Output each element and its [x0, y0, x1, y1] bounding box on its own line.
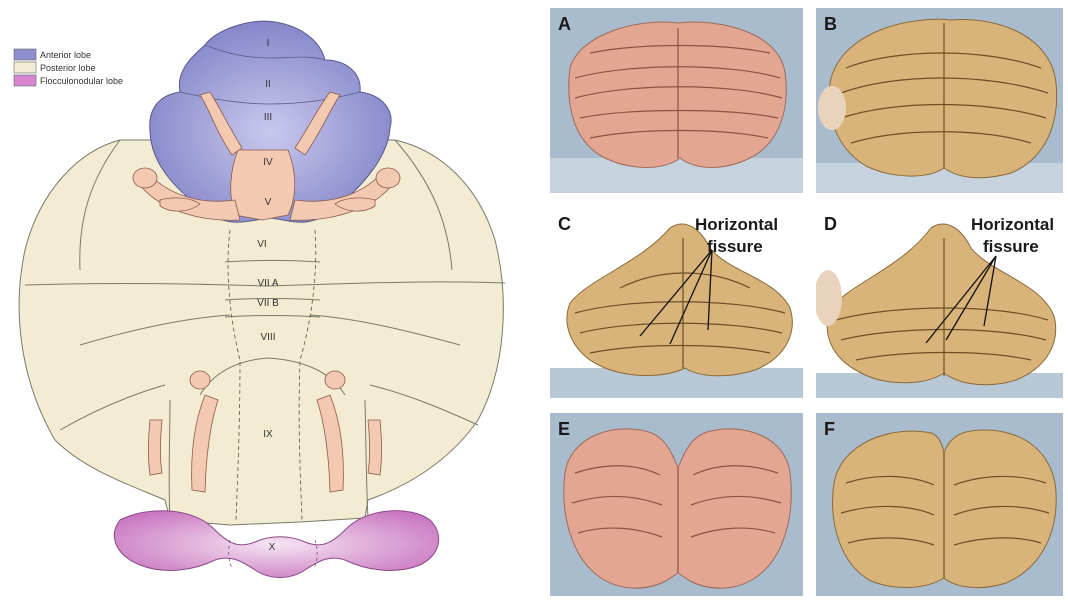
- horizontal-fissure-label-d: Horizontal fissure: [971, 214, 1054, 258]
- horizontal-fissure-label-c: Horizontal fissure: [695, 214, 778, 258]
- lobule-label-viib: VII B: [257, 298, 279, 309]
- legend-label-anterior: Anterior lobe: [40, 50, 91, 60]
- lobule-label-ii: II: [265, 79, 271, 90]
- annotation-line1-d: Horizontal: [971, 214, 1054, 236]
- cerebellum-schematic: I II III IV V VI VII A VII B VIII IX X A…: [0, 0, 540, 601]
- lobule-label-iii: III: [264, 112, 272, 123]
- panel-label-b: B: [824, 14, 837, 35]
- legend-swatch-flocculonodular: [14, 75, 36, 86]
- photo-panel-c: C Horizontal fissure: [550, 208, 803, 398]
- photo-panel-d: D Horizontal fissure: [816, 208, 1063, 398]
- legend-label-posterior: Posterior lobe: [40, 63, 96, 73]
- specimen-image-b: [816, 8, 1063, 193]
- panel-label-a: A: [558, 14, 571, 35]
- lobule-label-v: V: [265, 197, 272, 208]
- annotation-line1-c: Horizontal: [695, 214, 778, 236]
- lobule-label-ix: IX: [263, 429, 273, 440]
- annotation-line2-d: fissure: [971, 236, 1054, 258]
- legend-swatch-posterior: [14, 62, 36, 73]
- panel-label-f: F: [824, 419, 835, 440]
- legend-label-flocculonodular: Flocculonodular lobe: [40, 76, 123, 86]
- panel-label-c: C: [558, 214, 571, 235]
- photo-panel-f: F: [816, 413, 1063, 596]
- legend-swatch-anterior: [14, 49, 36, 60]
- panel-label-e: E: [558, 419, 570, 440]
- lobule-label-viii: VIII: [260, 332, 275, 343]
- photo-panel-b: B: [816, 8, 1063, 193]
- annotation-line2-c: fissure: [695, 236, 778, 258]
- photo-panel-e: E: [550, 413, 803, 596]
- panel-label-d: D: [824, 214, 837, 235]
- lobule-label-iv: IV: [263, 157, 273, 168]
- lobule-label-x: X: [269, 542, 276, 553]
- specimen-image-a: [550, 8, 803, 193]
- specimen-image-e: [550, 413, 803, 596]
- lobule-label-vi: VI: [257, 239, 266, 250]
- lobule-label-viia: VII A: [257, 278, 278, 289]
- photo-panel-a: A: [550, 8, 803, 193]
- legend: Anterior lobe Posterior lobe Flocculonod…: [14, 49, 123, 86]
- lobule-label-i: I: [267, 38, 270, 49]
- specimen-image-f: [816, 413, 1063, 596]
